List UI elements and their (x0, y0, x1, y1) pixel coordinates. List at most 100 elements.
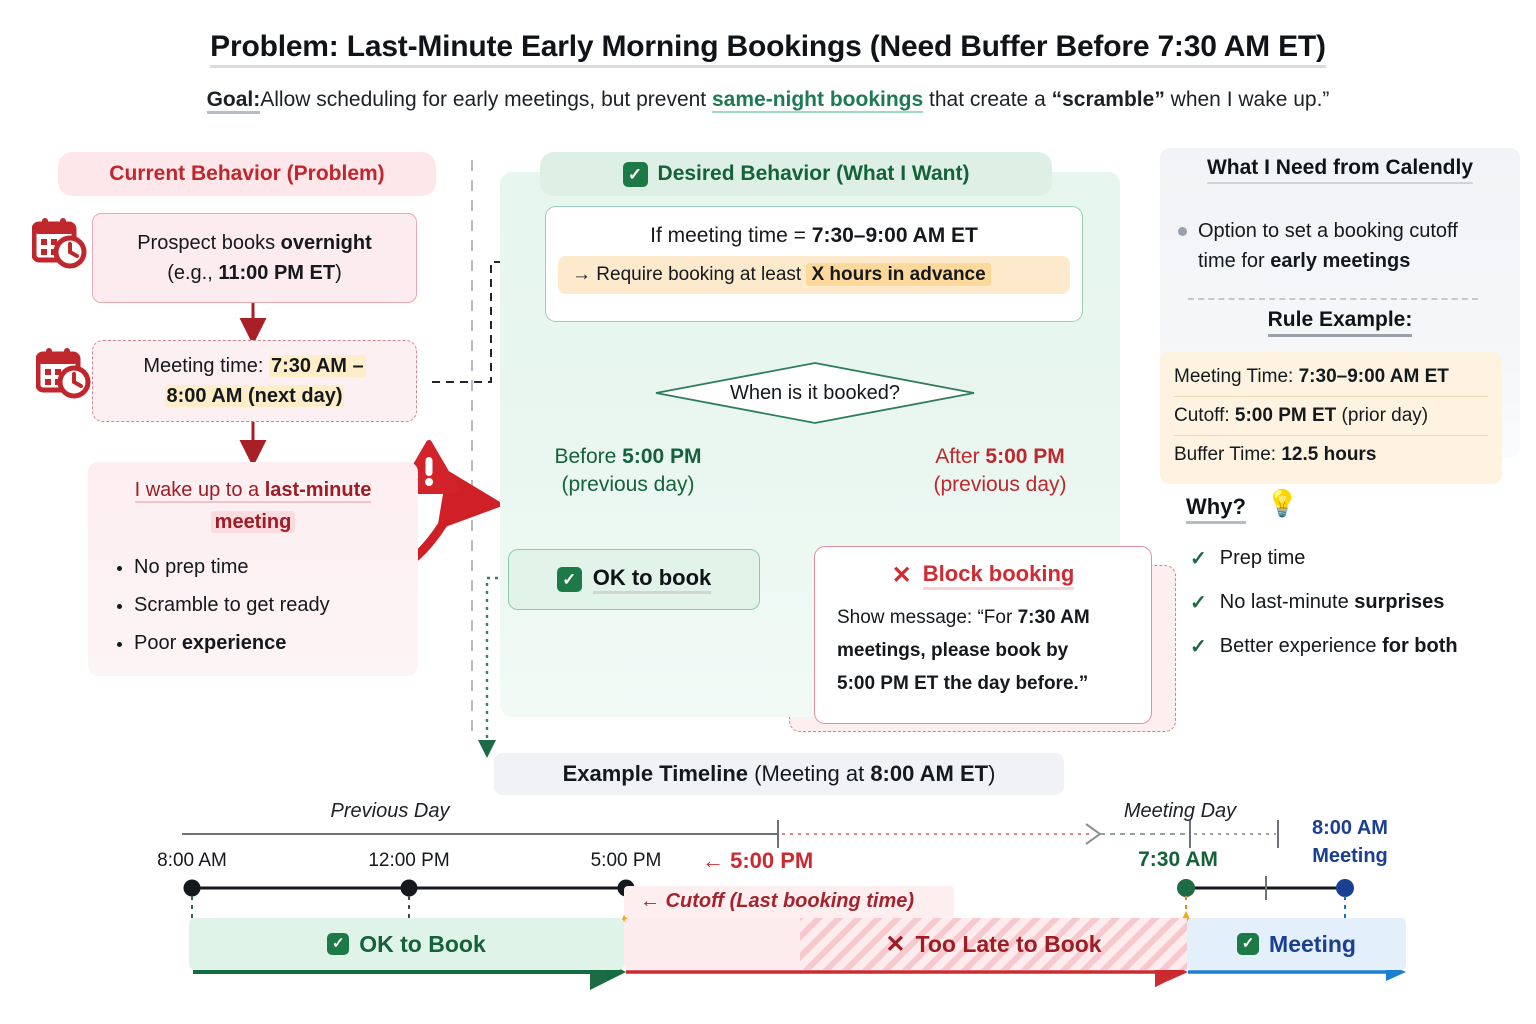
rule-1-tail: (prior day) (1336, 405, 1429, 426)
box2-line2-bold: 8:00 AM (next day) (164, 385, 345, 407)
if-plain: If meeting time = (650, 224, 812, 247)
tick-0: 8:00 AM (157, 850, 227, 871)
divider (1188, 298, 1478, 300)
block-msg-2-bold: meetings, please book by (837, 640, 1069, 661)
goal-highlight: same-night bookings (711, 88, 924, 113)
box1-line2-tail: ) (335, 262, 342, 284)
rule-0-label: Meeting Time: (1174, 366, 1299, 387)
tick-label: 5:00 PM (566, 850, 686, 872)
bullet-2-plain: Poor (134, 632, 182, 654)
ok-to-book-label: OK to book (592, 565, 712, 594)
check-icon: ✓ (1190, 636, 1207, 658)
why-2-bold: for both (1382, 635, 1458, 657)
page-title: Problem: Last-Minute Early Morning Booki… (0, 30, 1536, 68)
tick-2: 5:00 PM (590, 850, 662, 871)
hatch-overlay (800, 918, 1187, 970)
block-msg-1-plain: Show message: “For (837, 607, 1018, 628)
calendar-clock-icon (35, 348, 92, 405)
tick-3: 7:30 AM (1138, 848, 1218, 871)
meeting-time-box: Meeting time: 7:30 AM – 8:00 AM (next da… (92, 340, 417, 422)
band-ok-to-book: ✓ OK to Book (189, 918, 624, 970)
why-item: ✓ Prep time (1190, 546, 1520, 571)
goal-quote: “scramble” (1051, 88, 1165, 111)
cutoff-callout-bg (624, 886, 954, 918)
band-late-label: Too Late to Book (915, 930, 1102, 957)
band-ok-label: OK to Book (359, 930, 486, 957)
need-plain: Option to set a booking cutoff time for (1198, 220, 1458, 272)
box1-line2-bold: 11:00 PM ET (218, 262, 336, 284)
cutoff-note: ← Cutoff (Last booking time) (640, 890, 914, 913)
bullet-1-plain: Scramble to get ready (134, 594, 330, 616)
outcome-heading: I wake up to a last-minute meeting (88, 462, 418, 538)
list-item: No prep time (134, 548, 418, 586)
goal-text-1: Allow scheduling for early meetings, but… (260, 88, 712, 111)
timeline-heading-plain: (Meeting at (748, 761, 871, 786)
rule-2-bold: 12.5 hours (1281, 444, 1377, 465)
goal-text-2: that create a (923, 88, 1052, 111)
rule-condition-line: If meeting time = 7:30–9:00 AM ET (546, 224, 1082, 248)
branch-right-sub: (previous day) (933, 473, 1067, 496)
list-item: Scramble to get ready (134, 586, 418, 624)
check-icon: ✓ (1190, 548, 1207, 570)
block-booking-message: Show message: “For 7:30 AM meetings, ple… (837, 601, 1129, 700)
box2-line1-bold: 7:30 AM – (268, 355, 366, 377)
require-plain: → Require booking at least (572, 264, 807, 285)
page-title-text: Problem: Last-Minute Early Morning Booki… (210, 30, 1326, 68)
timeline-heading: Example Timeline (Meeting at 8:00 AM ET) (494, 753, 1064, 795)
require-highlight: X hours in advance (806, 263, 991, 286)
calendly-needs-heading: What I Need from Calendly (1160, 156, 1520, 184)
block-booking-title: ✕ Block booking (815, 561, 1151, 590)
timeline-heading-bold: Example Timeline (562, 761, 749, 786)
calendly-needs-heading-text: What I Need from Calendly (1206, 156, 1474, 184)
why-2-text: Better experience for both (1220, 635, 1458, 658)
branch-right-plain: After (935, 445, 986, 468)
branch-left-bold: 5:00 PM (622, 445, 702, 468)
band-meeting: ✓ Meeting (1187, 918, 1406, 970)
band-meeting-label: Meeting (1269, 930, 1356, 957)
band-too-late-label-wrap: ✕ Too Late to Book (800, 918, 1187, 970)
tick-label: 7:30 AM (1118, 848, 1238, 872)
cutoff-arrow-text: ← 5:00 PM (702, 848, 814, 873)
current-behavior-heading-text: Current Behavior (Problem) (109, 162, 385, 185)
meeting-time-label: 8:00 AM Meeting (1290, 814, 1410, 870)
desired-behavior-heading-text: Desired Behavior (What I Want) (657, 162, 970, 185)
branch-right-bold: 5:00 PM (985, 445, 1065, 468)
why-item: ✓ Better experience for both (1190, 634, 1520, 659)
why-0-text: Prep time (1220, 547, 1306, 570)
bullet-dot-icon (1178, 227, 1187, 237)
block-msg-3-bold: 5:00 PM ET the day before.” (837, 673, 1089, 694)
rule-example-box: Meeting Time: 7:30–9:00 AM ET Cutoff: 5:… (1160, 352, 1502, 484)
current-behavior-heading: Current Behavior (Problem) (58, 152, 436, 196)
need-bullet: Option to set a booking cutoff time for … (1178, 216, 1508, 276)
outcome-bullet-list: No prep time Scramble to get ready Poor … (88, 548, 418, 662)
tick-label: 8:00 AM (132, 850, 252, 872)
box2-line1-plain: Meeting time: (143, 355, 269, 377)
desired-behavior-heading: ✓ Desired Behavior (What I Want) (540, 152, 1052, 196)
branch-left-plain: Before (554, 445, 623, 468)
meeting-label-line1: 8:00 AM (1312, 817, 1388, 839)
decision-label: When is it booked? (655, 362, 975, 424)
table-row: Meeting Time: 7:30–9:00 AM ET (1174, 358, 1488, 397)
day-label-meeting: Meeting Day (1090, 800, 1270, 823)
check-box-icon: ✓ (622, 161, 648, 187)
x-icon: ✕ (885, 930, 906, 958)
block-booking-label: Block booking (922, 561, 1075, 590)
rule-1-bold: 5:00 PM ET (1234, 405, 1337, 426)
need-bold: early meetings (1270, 250, 1411, 272)
bullet-2-bold: experience (181, 632, 287, 654)
rule-condition-box: If meeting time = 7:30–9:00 AM ET → Requ… (545, 206, 1083, 322)
decision-text: When is it booked? (729, 381, 901, 404)
outcome-plain: I wake up to a (134, 479, 265, 503)
why-1-bold: surprises (1354, 591, 1445, 613)
cutoff-note-text: ← Cutoff (Last booking time) (640, 890, 915, 912)
rule-2-label: Buffer Time: (1174, 444, 1282, 465)
wake-up-outcome-box: I wake up to a last-minute meeting No pr… (88, 462, 418, 676)
why-title-text: Why? (1186, 494, 1246, 524)
ok-to-book-box: ✓ OK to book (508, 549, 760, 610)
table-row: Cutoff: 5:00 PM ET (prior day) (1174, 397, 1488, 436)
goal-label: Goal: (206, 88, 261, 114)
rule-0-bold: 7:30–9:00 AM ET (1298, 366, 1449, 387)
box1-line1-bold: overnight (280, 232, 372, 254)
cutoff-arrow-label: ← 5:00 PM (702, 848, 813, 874)
